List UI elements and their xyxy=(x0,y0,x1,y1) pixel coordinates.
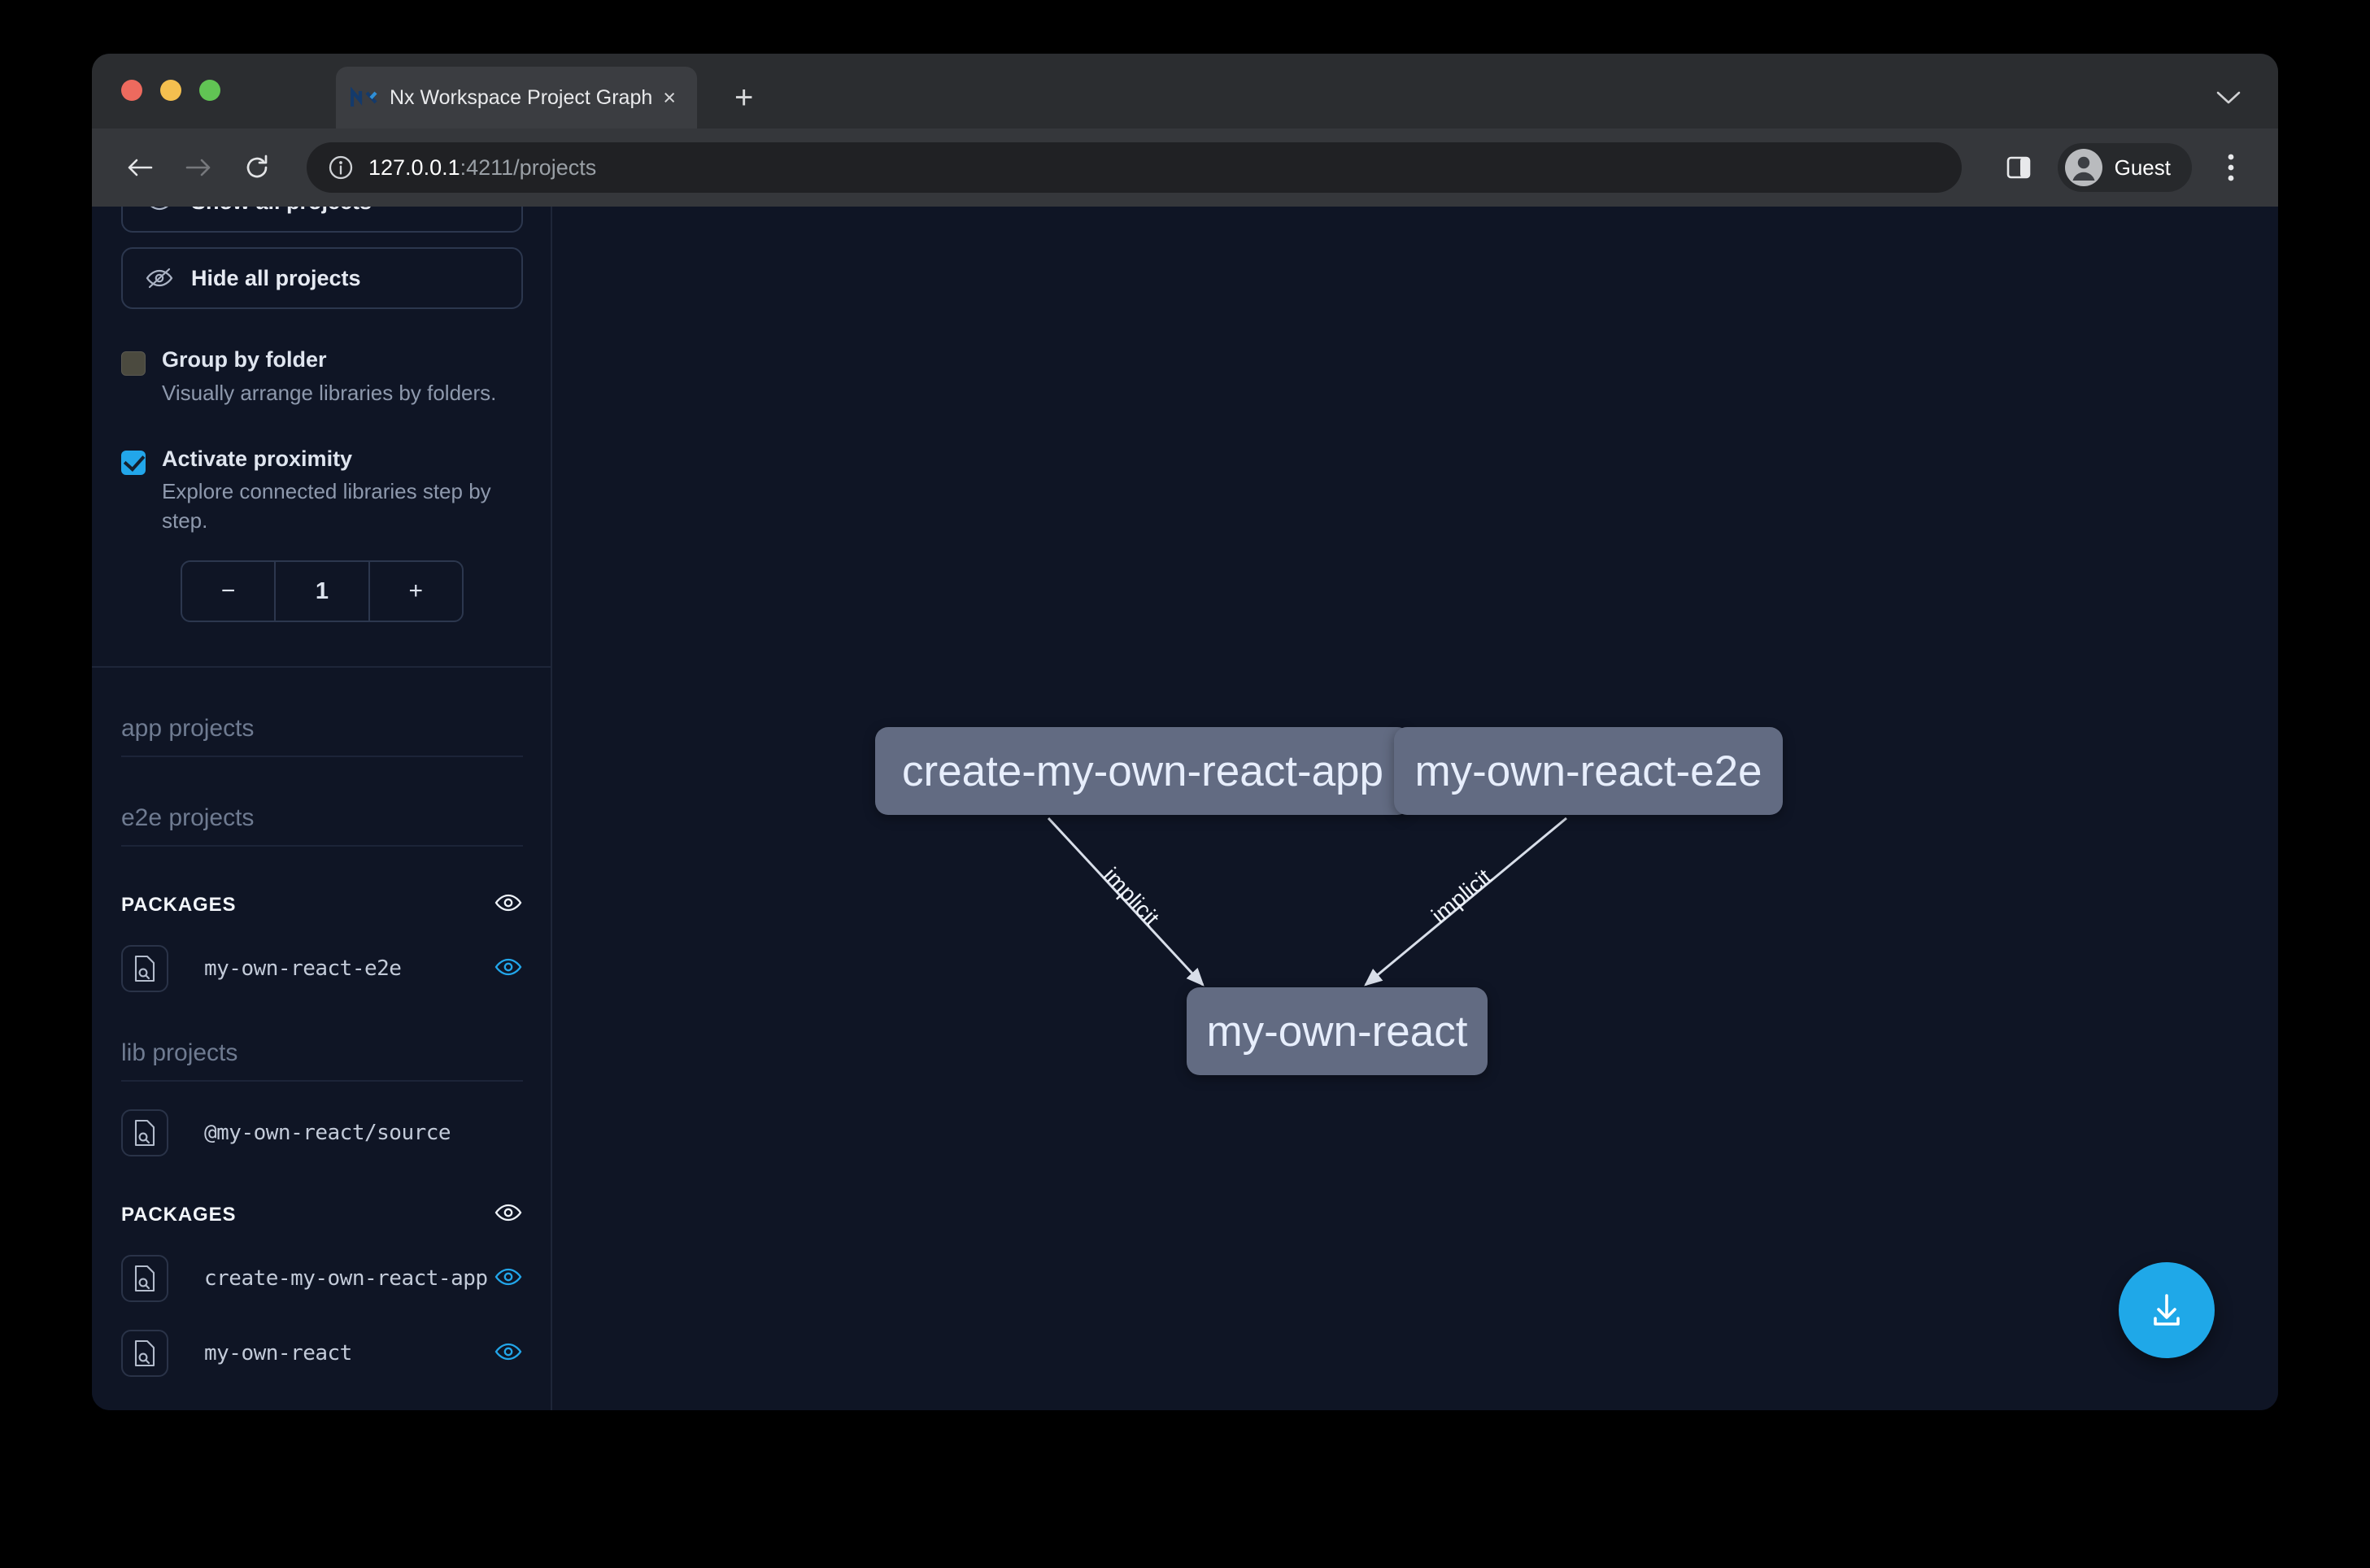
proximity-value: 1 xyxy=(274,562,369,621)
address-bar[interactable]: 127.0.0.1:4211/projects xyxy=(307,142,1962,193)
project-file-icon xyxy=(121,945,168,992)
option-group-by-folder[interactable]: Group by folder Visually arrange librari… xyxy=(121,346,523,408)
eye-off-icon xyxy=(146,268,173,289)
profile-chip[interactable]: Guest xyxy=(2058,143,2192,192)
project-name: create-my-own-react-app xyxy=(204,1266,494,1291)
group-by-folder-checkbox[interactable] xyxy=(121,351,146,376)
maximize-window-button[interactable] xyxy=(199,80,220,101)
url-host: 127.0.0.1 xyxy=(368,155,460,180)
graph-node-create-my-own-react-app[interactable]: create-my-own-react-app xyxy=(875,727,1410,815)
project-row-create-my-own-react-app[interactable]: create-my-own-react-app xyxy=(121,1255,523,1302)
page-content: Show all projects Hide all projects xyxy=(92,207,2278,1410)
profile-name: Guest xyxy=(2115,155,2171,181)
group-by-folder-label: Group by folder xyxy=(162,346,496,374)
project-file-icon xyxy=(121,1109,168,1156)
project-file-icon xyxy=(121,1255,168,1302)
show-all-projects-label: Show all projects xyxy=(191,207,372,215)
project-row-my-own-react-e2e[interactable]: my-own-react-e2e xyxy=(121,945,523,992)
project-row-my-own-react-source[interactable]: @my-own-react/source xyxy=(121,1109,523,1156)
graph-node-label: create-my-own-react-app xyxy=(902,747,1383,796)
toggle-project-visibility-icon[interactable] xyxy=(494,1341,523,1366)
group-header-app-projects: app projects xyxy=(121,715,523,757)
proximity-stepper: − 1 + xyxy=(181,560,464,622)
group-header-e2e-projects: e2e projects xyxy=(121,804,523,847)
side-panel-icon[interactable] xyxy=(2001,150,2037,185)
activate-proximity-checkbox[interactable] xyxy=(121,451,146,475)
tab-title: Nx Workspace Project Graph xyxy=(390,86,656,110)
minimize-window-button[interactable] xyxy=(160,80,181,101)
project-file-icon xyxy=(121,1330,168,1377)
browser-toolbar: 127.0.0.1:4211/projects Guest xyxy=(92,128,2278,207)
tab-strip: Nx Workspace Project Graph × + xyxy=(92,54,2278,128)
hide-all-projects-button[interactable]: Hide all projects xyxy=(121,247,523,309)
group-header-lib-projects: lib projects xyxy=(121,1039,523,1082)
toggle-packages-visibility-icon[interactable] xyxy=(494,1202,523,1227)
project-graph-canvas[interactable]: implicit implicit create-my-own-react-ap… xyxy=(552,207,2278,1410)
project-row-my-own-react[interactable]: my-own-react xyxy=(121,1330,523,1377)
close-tab-button[interactable]: × xyxy=(656,84,682,112)
sidebar: Show all projects Hide all projects xyxy=(92,207,552,1410)
sidebar-scroll-content: Show all projects Hide all projects xyxy=(92,207,552,1377)
show-all-projects-button[interactable]: Show all projects xyxy=(121,207,523,233)
activate-proximity-description: Explore connected libraries step by step… xyxy=(162,477,520,536)
option-activate-proximity[interactable]: Activate proximity Explore connected lib… xyxy=(121,446,523,537)
close-window-button[interactable] xyxy=(121,80,142,101)
project-name: my-own-react xyxy=(204,1341,494,1365)
tab-list-chevron-down-icon[interactable] xyxy=(2215,89,2242,111)
project-name: my-own-react-e2e xyxy=(204,956,494,981)
graph-node-label: my-own-react-e2e xyxy=(1414,747,1762,796)
browser-window: Nx Workspace Project Graph × + xyxy=(92,54,2278,1410)
url-path: :4211/projects xyxy=(460,155,597,180)
sidebar-divider xyxy=(92,666,552,668)
window-traffic-lights xyxy=(121,80,220,101)
packages-header-lib: PACKAGES xyxy=(121,1202,523,1227)
back-button[interactable] xyxy=(121,149,159,186)
site-info-icon[interactable] xyxy=(328,155,354,181)
activate-proximity-label: Activate proximity xyxy=(162,446,520,473)
new-tab-button[interactable]: + xyxy=(734,81,753,114)
eye-icon xyxy=(146,207,173,212)
graph-node-my-own-react-e2e[interactable]: my-own-react-e2e xyxy=(1394,727,1783,815)
proximity-decrement-button[interactable]: − xyxy=(182,562,274,621)
reload-button[interactable] xyxy=(238,149,276,186)
graph-node-label: my-own-react xyxy=(1206,1007,1467,1056)
edge-label-implicit-1: implicit xyxy=(1098,863,1164,931)
proximity-increment-button[interactable]: + xyxy=(370,562,462,621)
forward-button[interactable] xyxy=(180,149,217,186)
toggle-project-visibility-icon[interactable] xyxy=(494,1266,523,1291)
group-by-folder-description: Visually arrange libraries by folders. xyxy=(162,379,496,408)
tab-nx-workspace-project-graph[interactable]: Nx Workspace Project Graph × xyxy=(336,67,697,128)
url-text: 127.0.0.1:4211/projects xyxy=(368,155,596,181)
download-graph-button[interactable] xyxy=(2119,1262,2215,1358)
avatar xyxy=(2064,148,2103,187)
graph-node-my-own-react[interactable]: my-own-react xyxy=(1187,987,1488,1075)
packages-label: PACKAGES xyxy=(121,1204,236,1226)
download-icon xyxy=(2145,1288,2189,1332)
edge-label-implicit-2: implicit xyxy=(1427,864,1496,928)
nx-logo-icon xyxy=(351,87,378,108)
packages-header-e2e: PACKAGES xyxy=(121,892,523,917)
hide-all-projects-label: Hide all projects xyxy=(191,266,361,291)
project-name: @my-own-react/source xyxy=(204,1121,523,1145)
toggle-packages-visibility-icon[interactable] xyxy=(494,892,523,917)
toggle-project-visibility-icon[interactable] xyxy=(494,956,523,982)
chrome-menu-icon[interactable] xyxy=(2213,150,2249,185)
packages-label: PACKAGES xyxy=(121,894,236,917)
